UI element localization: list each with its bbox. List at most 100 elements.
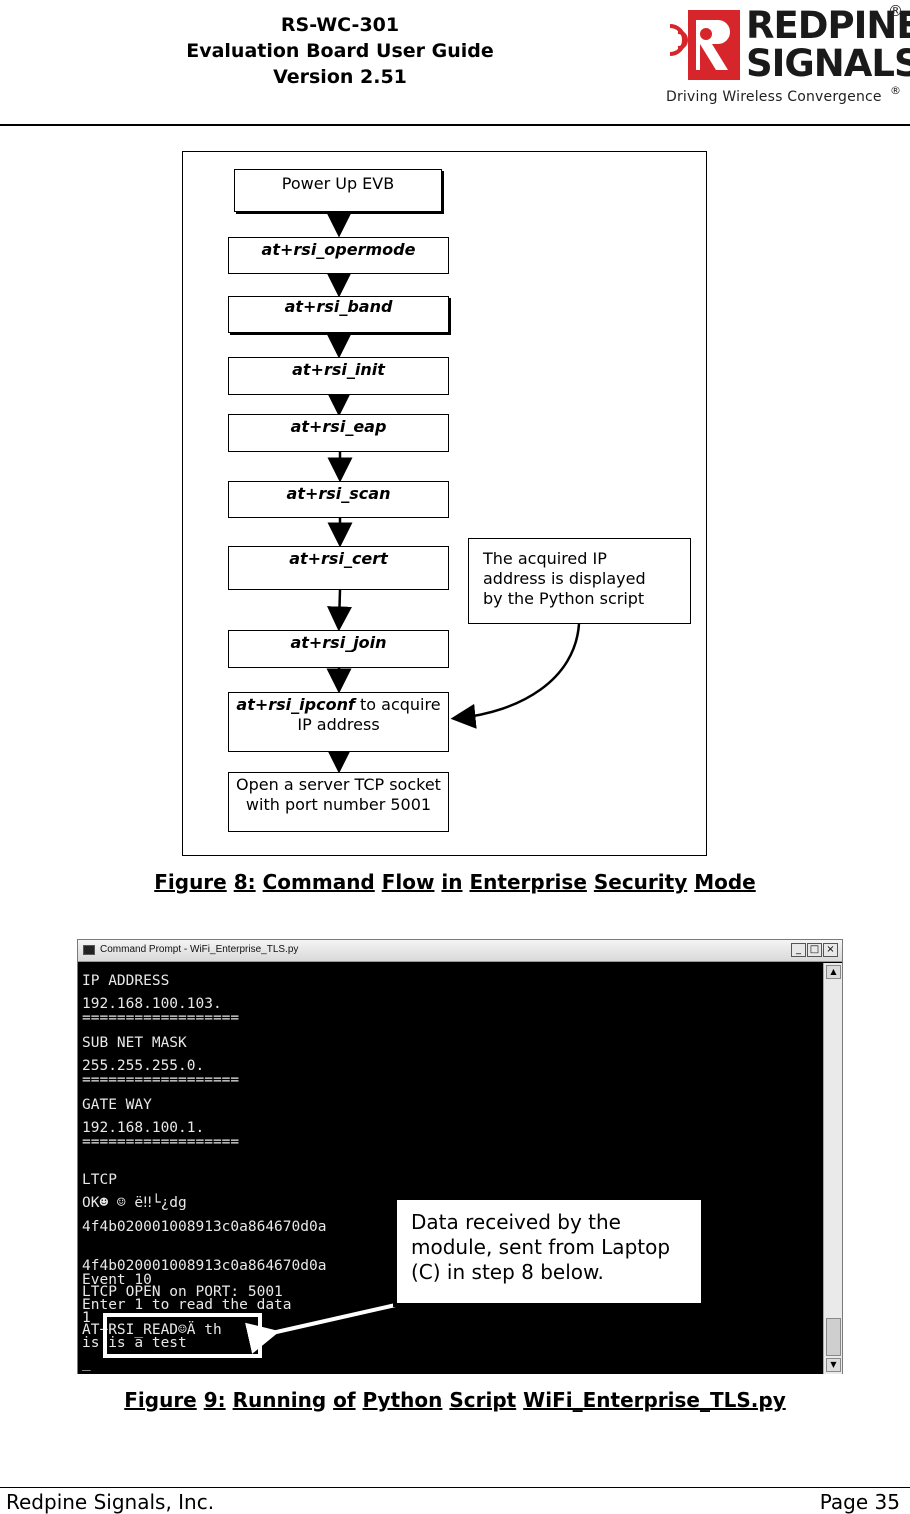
logo-word-redpine: REDPINE [746,4,910,47]
console-line: SUB NET MASK [82,1035,187,1051]
header-guide-title: Evaluation Board User Guide [186,40,494,62]
console-line: 192.168.100.1. [82,1120,205,1136]
callout-line3: (C) in step 8 below. [411,1260,604,1284]
close-button[interactable]: × [823,943,838,957]
flow-step-opermode: at+rsi_opermode [228,237,449,274]
console-line: 1 [82,1310,91,1326]
console-line: 4f4b020001008913c0a864670d0a [82,1219,327,1235]
flow-step-power-up: Power Up EVB [234,169,442,212]
caption-word: in [441,870,463,894]
caption-word: Mode [694,870,756,894]
flow-step-join: at+rsi_join [228,630,449,668]
ipconf-command: at+rsi_ipconf [236,695,355,714]
callout-line1: Data received by the [411,1210,621,1234]
command-prompt-window: Command Prompt - WiFi_Enterprise_TLS.py … [77,939,843,1374]
note-line2: address is displayed [483,569,646,588]
console-line: Enter 1 to read the data [82,1297,292,1313]
flow-step-label: at+rsi_cert [289,549,388,568]
flow-step-eap: at+rsi_eap [228,414,449,452]
note-line3: by the Python script [483,589,645,608]
flow-step-label: at+rsi_eap [290,417,387,436]
caption-word: Figure [124,1388,197,1412]
logo-word-signals: SIGNALS [746,42,910,85]
header-rule [0,124,910,126]
console-line: is is a test [82,1335,187,1351]
maximize-button[interactable]: □ [807,943,822,957]
caption-word: Flow [381,870,435,894]
caption-word: Enterprise [469,870,587,894]
header-product: RS-WC-301 [280,14,400,36]
console-titlebar: Command Prompt - WiFi_Enterprise_TLS.py … [78,940,842,962]
figure-9-caption: Figure 9: Running of Python Script WiFi_… [0,1388,910,1412]
flow-step-server-socket: Open a server TCP socket with port numbe… [228,772,449,832]
flow-step-scan: at+rsi_scan [228,481,449,518]
flow-step-label: Power Up EVB [281,174,395,193]
console-line: OK☻ ☺ ë‼└¿dg [82,1195,187,1211]
console-title: Command Prompt - WiFi_Enterprise_TLS.py [100,944,299,955]
ip-display-note: The acquired IP address is displayed by … [468,538,691,624]
scroll-down-icon[interactable]: ▼ [826,1358,841,1372]
caption-word: 9: [203,1388,226,1412]
caption-word: Figure [154,870,227,894]
footer-rule [0,1487,910,1488]
ipconf-suffix: to acquire [354,695,441,714]
caption-word: Running [232,1388,327,1412]
scroll-up-icon[interactable]: ▲ [826,965,841,979]
footer-page-number: Page 35 [819,1490,900,1514]
note-arrow [450,623,581,729]
caption-word: of [333,1388,356,1412]
console-line: 192.168.100.103. [82,996,222,1012]
caption-word: 8: [233,870,256,894]
redpine-logo: REDPINE SIGNALS ® Driving Wireless Conve… [666,2,910,112]
console-app-icon [83,945,95,955]
console-line: IP ADDRESS [82,973,170,989]
console-line: Event 10 [82,1272,152,1288]
arrow-7 [327,589,353,632]
console-line: 4f4b020001008913c0a864670d0a [82,1258,327,1274]
flow-step-label: at+rsi_band [284,297,393,316]
caption-word: Python [362,1388,443,1412]
header-version: Version 2.51 [273,66,407,88]
console-cursor: _ [82,1355,91,1371]
caption-word: Security [593,870,688,894]
ipconf-line1: at+rsi_ipconf to acquire [236,695,440,715]
flow-step-band: at+rsi_band [228,296,449,333]
console-line: ================== [82,1010,240,1026]
server-line1: Open a server TCP socket [236,775,441,794]
ipconf-line2: IP address [297,715,380,734]
logo-registered-mark: ® [888,2,903,20]
footer-company: Redpine Signals, Inc. [6,1490,215,1514]
console-line: AT+RSI_READ☺Ä th [82,1322,222,1338]
flow-step-label: at+rsi_scan [286,484,391,503]
flow-diagram-frame [182,151,707,856]
document-header: RS-WC-301 Evaluation Board User Guide Ve… [150,12,530,90]
flow-step-ipconf: at+rsi_ipconf to acquire IP address [228,692,449,752]
logo-mark-icon [669,10,740,80]
console-scrollbar[interactable]: ▲ ▼ [823,963,842,1374]
figure-8-caption: Figure 8: Command Flow in Enterprise Sec… [0,870,910,894]
console-line: LTCP OPEN on PORT: 5001 [82,1284,283,1300]
console-line: 255.255.255.0. [82,1058,205,1074]
console-line: GATE WAY [82,1097,152,1113]
read-data-highlight [103,1313,262,1358]
tagline-registered-mark: ® [890,84,901,97]
console-line: ================== [82,1134,240,1150]
data-received-callout: Data received by the module, sent from L… [393,1196,705,1307]
flow-arrows [326,212,581,774]
console-line: ================== [82,1072,240,1088]
flow-step-label: at+rsi_opermode [261,240,416,259]
note-line1: The acquired IP [483,549,607,568]
caption-word: Command [262,870,375,894]
flow-step-label: at+rsi_init [292,360,385,379]
caption-word: WiFi_Enterprise_TLS.py [523,1388,786,1412]
flow-step-cert: at+rsi_cert [228,546,449,590]
console-line: LTCP [82,1172,117,1188]
server-line2: with port number 5001 [245,795,432,814]
flow-step-init: at+rsi_init [228,357,449,395]
callout-line2: module, sent from Laptop [411,1235,671,1259]
logo-tagline: Driving Wireless Convergence [666,89,882,105]
caption-word: Script [449,1388,517,1412]
minimize-button[interactable]: _ [791,943,806,957]
flow-step-label: at+rsi_join [290,633,387,652]
scrollbar-thumb[interactable] [826,1318,841,1356]
